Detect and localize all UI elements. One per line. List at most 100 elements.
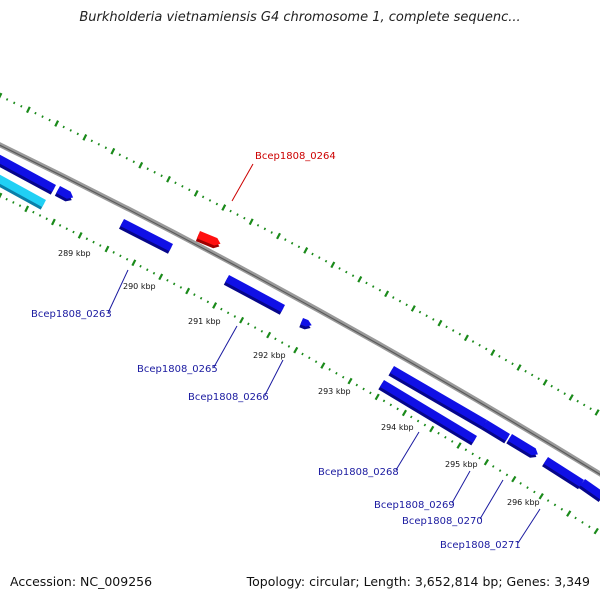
- guide-dot: [511, 362, 514, 366]
- guide-dot: [221, 204, 227, 211]
- genome-summary-text: Topology: circular; Length: 3,652,814 bp…: [246, 574, 590, 589]
- guide-dot: [5, 197, 8, 201]
- guide-dot: [582, 403, 586, 407]
- guide-dot: [581, 520, 584, 524]
- guide-dot: [324, 259, 328, 263]
- guide-dot: [97, 142, 101, 146]
- guide-dot: [229, 209, 232, 213]
- guide-dot: [338, 267, 341, 270]
- guide-dot: [24, 205, 30, 213]
- guide-dot: [429, 425, 435, 433]
- guide-dot: [274, 337, 277, 341]
- gene-label[interactable]: Bcep1808_0263: [31, 309, 112, 320]
- guide-dot: [389, 403, 393, 407]
- guide-dot: [423, 423, 427, 427]
- guide-dot: [174, 181, 177, 185]
- guide-dot: [0, 92, 3, 99]
- guide-dot: [132, 160, 135, 164]
- guide-dot: [226, 311, 230, 315]
- guide-dot: [166, 278, 169, 282]
- guide-dot: [20, 104, 23, 108]
- guide-dot: [504, 358, 508, 362]
- guide-dot: [287, 345, 291, 348]
- kbp-tick-label: 293 kbp: [318, 387, 351, 396]
- gene-label[interactable]: Bcep1808_0268: [318, 467, 399, 478]
- gene-feature: [0, 152, 57, 195]
- guide-dot: [553, 503, 557, 507]
- guide-dot: [556, 388, 560, 392]
- leader-line: [451, 470, 471, 504]
- guide-dot: [208, 199, 212, 202]
- gene-label[interactable]: Bcep1808_0265: [137, 364, 218, 375]
- gene-label[interactable]: Bcep1808_0270: [402, 516, 483, 527]
- guide-dot: [32, 210, 35, 214]
- guide-dot: [511, 475, 517, 483]
- guide-dot: [498, 354, 501, 358]
- guide-dot: [99, 244, 102, 247]
- gene-label[interactable]: Bcep1808_0269: [374, 500, 455, 511]
- guide-dot: [568, 394, 574, 401]
- page-title: Burkholderia vietnamiensis G4 chromosome…: [79, 10, 521, 25]
- guide-dot: [85, 237, 89, 241]
- guide-dot: [491, 465, 495, 468]
- guide-dot: [18, 204, 22, 208]
- guide-dot: [451, 329, 455, 332]
- gene-feature: [223, 275, 286, 315]
- gene-label[interactable]: Bcep1808_0271: [440, 540, 521, 551]
- guide-dot: [396, 407, 399, 411]
- guide-dot: [146, 268, 149, 272]
- guide-dot: [62, 125, 65, 129]
- guide-dot: [444, 435, 447, 439]
- guide-dot: [369, 391, 372, 395]
- guide-dot: [347, 377, 353, 385]
- guide-dot: [206, 300, 210, 304]
- guide-dot: [458, 332, 462, 336]
- highlighted-gene-label[interactable]: Bcep1808_0264: [255, 151, 336, 162]
- guide-dot: [589, 407, 592, 411]
- guide-dot: [594, 409, 600, 416]
- guide-dot: [483, 458, 490, 466]
- gene-feature: [378, 380, 477, 446]
- guide-dot: [212, 302, 218, 309]
- guide-dot: [398, 299, 402, 303]
- guide-dot: [239, 316, 245, 324]
- guide-dot: [236, 213, 239, 216]
- guide-dot: [463, 334, 469, 342]
- guide-dot: [425, 314, 428, 318]
- guide-dot: [537, 377, 540, 381]
- guide-dot: [303, 247, 309, 254]
- guide-dot: [576, 399, 579, 403]
- guide-dot: [41, 115, 44, 118]
- guide-dot: [131, 259, 137, 267]
- guide-dot: [185, 287, 191, 295]
- guide-dot: [104, 146, 108, 150]
- guide-dot: [401, 409, 408, 417]
- guide-dot: [179, 286, 183, 289]
- guide-dot: [215, 202, 219, 206]
- kbp-tick-label: 290 kbp: [123, 282, 156, 291]
- guide-dot: [378, 288, 382, 292]
- guide-dot: [188, 188, 191, 192]
- guide-dot: [314, 360, 318, 364]
- guide-dot: [247, 322, 250, 326]
- guide-dot: [410, 305, 416, 312]
- guide-dot: [248, 218, 254, 226]
- gene-feature: [119, 219, 173, 254]
- guide-dot: [345, 270, 348, 274]
- leader-line: [213, 325, 238, 368]
- gene-label[interactable]: Bcep1808_0266: [188, 392, 269, 403]
- leader-line: [107, 269, 129, 314]
- guide-dot: [153, 170, 156, 174]
- guide-dot: [524, 369, 527, 373]
- guide-dot: [38, 214, 42, 217]
- guide-dot: [320, 362, 326, 369]
- guide-dot: [280, 341, 284, 344]
- guide-dot: [484, 347, 488, 351]
- highlighted-gene-feature: [195, 231, 221, 249]
- gene-feature: [388, 366, 487, 430]
- guide-dot: [54, 120, 60, 127]
- guide-dot: [72, 230, 75, 234]
